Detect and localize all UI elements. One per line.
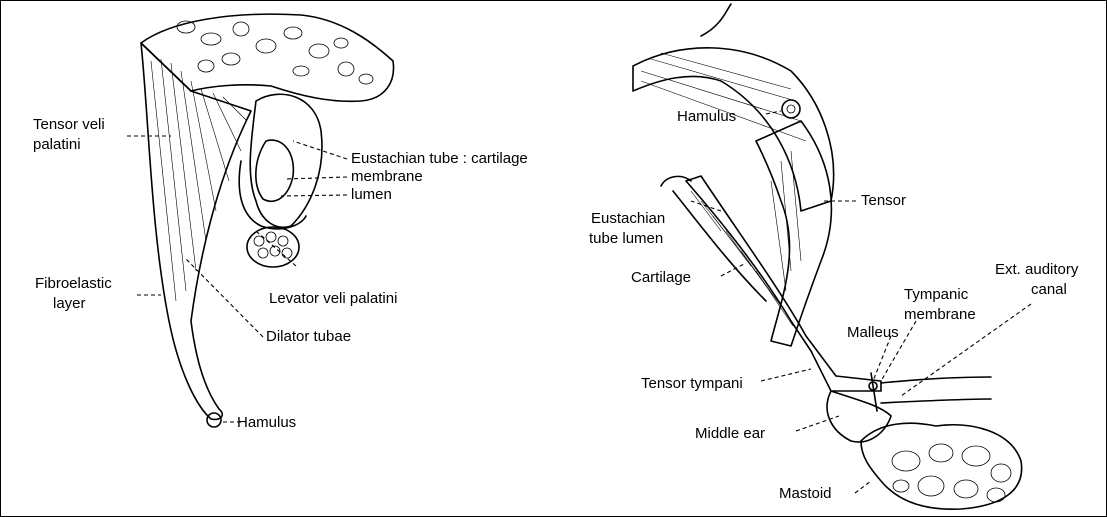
label-eustachian-2: tube lumen	[589, 230, 663, 247]
label-hamulus-left: Hamulus	[237, 414, 296, 431]
tube-hatching	[691, 191, 793, 326]
hamulus-hook-right	[782, 100, 800, 118]
tensor-veli-palatini-muscle	[141, 43, 251, 419]
eustachian-cartilage	[250, 94, 322, 227]
label-dilator-tubae: Dilator tubae	[266, 328, 351, 345]
label-fibroelastic-2: layer	[53, 295, 86, 312]
muscle-fibres-left	[151, 59, 247, 301]
label-mastoid: Mastoid	[779, 485, 832, 502]
label-ext-auditory-2: canal	[1031, 281, 1067, 298]
label-tensor-veli-palatini-2: palatini	[33, 136, 81, 153]
mastoid-outline	[861, 423, 1022, 509]
label-tensor: Tensor	[861, 192, 906, 209]
label-levator-veli-palatini: Levator veli palatini	[269, 290, 397, 307]
upper-edge-line	[701, 4, 731, 36]
label-cartilage: Cartilage	[631, 269, 691, 286]
label-malleus: Malleus	[847, 324, 899, 341]
tensor-muscle	[756, 121, 831, 346]
label-tympanic-1: Tympanic	[904, 286, 969, 303]
tensor-fibres	[771, 151, 801, 291]
bone-trabeculae	[177, 21, 373, 84]
label-lumen: lumen	[351, 186, 392, 203]
tensor-upper-fan	[633, 48, 834, 211]
label-tensor-veli-palatini-1: Tensor veli	[33, 116, 105, 133]
label-fibroelastic-1: Fibroelastic	[35, 275, 112, 292]
eustachian-lumen	[256, 140, 294, 201]
label-membrane: membrane	[351, 168, 423, 185]
levator-cross-section	[247, 227, 299, 267]
skull-base-bone	[141, 14, 394, 101]
label-tensor-tympani: Tensor tympani	[641, 375, 743, 392]
ext-auditory-canal	[881, 377, 991, 403]
left-figure: Tensor veli palatini Eustachian tube : c…	[33, 14, 528, 431]
levator-fibre-bundles	[254, 232, 292, 258]
label-middle-ear: Middle ear	[695, 425, 765, 442]
right-figure: Hamulus Eustachian tube lumen Tensor Car…	[589, 4, 1079, 509]
label-eustachian-cartilage: Eustachian tube : cartilage	[351, 150, 528, 167]
mastoid-air-cells	[892, 444, 1011, 502]
label-hamulus-right: Hamulus	[677, 108, 736, 125]
label-eustachian-1: Eustachian	[591, 210, 665, 227]
tube-membrane	[239, 161, 306, 229]
label-ext-auditory-1: Ext. auditory	[995, 261, 1079, 278]
label-tympanic-2: membrane	[904, 306, 976, 323]
